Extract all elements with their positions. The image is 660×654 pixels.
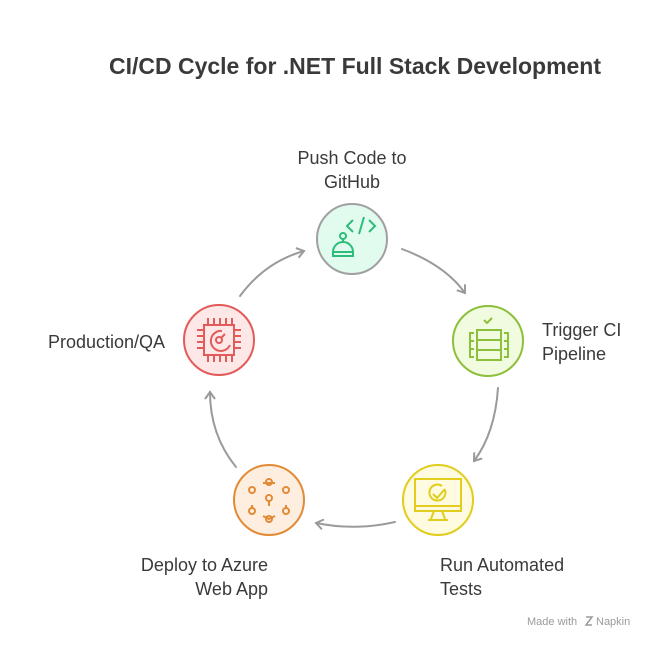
chip-gauge-icon xyxy=(197,318,241,362)
page-title: CI/CD Cycle for .NET Full Stack Developm… xyxy=(109,53,601,79)
arrow-push-to-trigger xyxy=(401,248,467,295)
step-label: Web App xyxy=(195,579,268,599)
step-circle xyxy=(183,304,255,376)
step-push-code: Push Code to GitHub xyxy=(297,148,407,275)
step-deploy-azure: Deploy to Azure Web App xyxy=(141,464,305,599)
arrow-tests-to-deploy xyxy=(314,518,396,530)
step-label: Pipeline xyxy=(542,344,606,364)
network-nodes-icon xyxy=(248,478,290,523)
step-production-qa: Production/QA xyxy=(48,304,255,376)
arrow-trigger-to-tests xyxy=(472,387,499,463)
server-check-icon xyxy=(469,317,509,361)
step-label: Trigger CI xyxy=(542,320,621,340)
step-label: Run Automated xyxy=(440,555,564,575)
arrow-production-to-push xyxy=(239,247,306,297)
step-label: Tests xyxy=(440,579,482,599)
napkin-logo-icon xyxy=(584,616,594,626)
step-trigger-ci: Trigger CI Pipeline xyxy=(452,305,621,377)
step-label: Push Code to xyxy=(297,148,406,168)
code-robot-icon xyxy=(332,216,377,257)
napkin-brand-text: Napkin xyxy=(596,616,630,628)
step-label: Deploy to Azure xyxy=(141,555,268,575)
step-circle xyxy=(316,203,388,275)
step-run-tests: Run Automated Tests xyxy=(402,464,564,599)
monitor-check-icon xyxy=(414,478,462,521)
napkin-watermark: Made with Napkin xyxy=(527,616,630,628)
step-label: GitHub xyxy=(324,172,380,192)
arrow-deploy-to-production xyxy=(204,390,237,468)
made-with-text: Made with xyxy=(527,616,577,628)
step-label: Production/QA xyxy=(48,332,165,352)
